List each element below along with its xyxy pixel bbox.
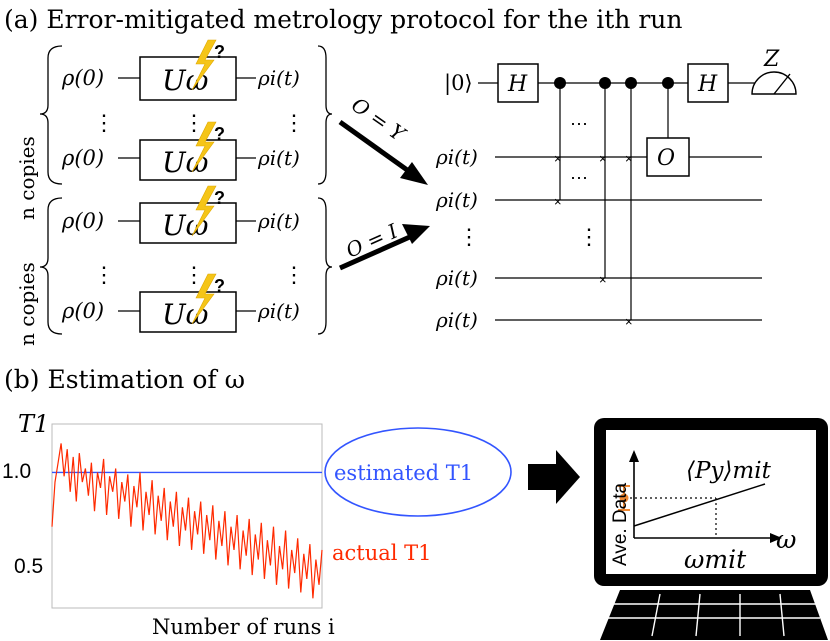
cross-mark: × xyxy=(625,314,633,329)
copy-row-2: ρ(0) Uω ? ρi(t) xyxy=(61,121,300,181)
inset-title: ⟨Py⟩mit xyxy=(686,458,772,484)
actual-series xyxy=(51,443,323,599)
control-dot xyxy=(599,77,611,89)
estimated-label: estimated T1 xyxy=(334,461,473,485)
u-gate xyxy=(139,291,237,333)
inset-xlabel: ω xyxy=(776,525,796,554)
question-mark: ? xyxy=(214,42,225,62)
cross-mark: × xyxy=(554,194,562,209)
copies-label-upper: n copies xyxy=(15,136,39,220)
vdots-right-upper: ⋮ xyxy=(283,111,305,136)
rho-t-wire-1: ρi(t) xyxy=(435,145,478,169)
lightning-icon xyxy=(191,121,217,173)
rho-t-wire-3: ρi(t) xyxy=(435,266,478,290)
cross-mark: × xyxy=(599,151,607,166)
u-gate xyxy=(139,202,237,244)
u-gate-label: Uω xyxy=(162,146,209,179)
o-gate xyxy=(646,137,690,177)
rho-t-label: ρi(t) xyxy=(257,209,300,233)
hdots-1: ⋯ xyxy=(570,114,588,135)
u-gate-label: Uω xyxy=(162,209,209,242)
cross-mark: × xyxy=(554,151,562,166)
y-tick-1: 1.0 xyxy=(2,460,31,483)
vdots-right-lower: ⋮ xyxy=(283,263,305,288)
rho-t-label: ρi(t) xyxy=(257,299,300,323)
vdots-wires: ⋮ xyxy=(458,225,480,250)
copy-row-1: ρ(0) Uω ? ρi(t) xyxy=(61,39,300,101)
panel-a-title: (a) Error-mitigated metrology protocol f… xyxy=(4,5,683,34)
vdots-left-upper: ⋮ xyxy=(93,111,115,136)
y-tick-2: 0.5 xyxy=(14,555,43,578)
actual-label: actual T1 xyxy=(332,541,432,565)
control-dot xyxy=(662,77,674,89)
big-arrow xyxy=(528,450,580,504)
h-gate-right-label: H xyxy=(697,72,718,97)
question-mark: ? xyxy=(214,124,225,144)
panel-b-title: (b) Estimation of ω xyxy=(4,365,245,394)
y-axis-label: T1 xyxy=(18,410,49,438)
vdots-left-lower: ⋮ xyxy=(93,263,115,288)
h-gate-left-label: H xyxy=(507,72,528,97)
rho-t-wire-4: ρi(t) xyxy=(435,308,478,332)
estimated-ellipse: estimated T1 xyxy=(324,427,512,517)
vdots-mid-lower: ⋮ xyxy=(183,263,205,288)
control-dot xyxy=(625,77,637,89)
copy-row-3: ρ(0) Uω ? ρi(t) xyxy=(61,185,300,244)
u-gate xyxy=(139,139,237,181)
ket0-label: |0⟩ xyxy=(444,71,473,96)
arrow-upper: O = Y xyxy=(338,92,428,185)
bracket-lower xyxy=(39,197,333,335)
control-dot xyxy=(554,77,566,89)
rho-t-wire-2: ρi(t) xyxy=(435,188,478,212)
measure-basis-label: Z xyxy=(763,47,780,72)
meter-icon xyxy=(751,71,797,95)
cross-mark: × xyxy=(625,151,633,166)
question-mark: ? xyxy=(214,188,225,208)
inset-ylabel: Ave. Data xyxy=(610,482,631,566)
rho0-label: ρ(0) xyxy=(61,209,104,233)
cross-mark: × xyxy=(599,272,607,287)
rho-t-label: ρi(t) xyxy=(257,66,300,90)
copies-label-lower: n copies xyxy=(15,262,39,346)
h-gate-left xyxy=(497,63,539,103)
inset-chart: Ave. Data ⟨Py⟩mit ω ωmit xyxy=(610,450,796,574)
rho0-label: ρ(0) xyxy=(61,299,104,323)
lightning-icon xyxy=(191,39,217,91)
vdots-mid-upper: ⋮ xyxy=(183,111,205,136)
lightning-icon xyxy=(191,273,217,325)
u-gate-label: Uω xyxy=(162,298,209,331)
o-gate-label: O xyxy=(657,146,675,171)
h-gate-right xyxy=(687,63,729,103)
copy-rows: ρ(0) Uω ? ρi(t) ⋮ ⋮ ⋮ ρ(0) Uω ? ρi(t) ρ(… xyxy=(61,39,305,333)
copy-row-4: ρ(0) Uω ? ρi(t) xyxy=(61,273,300,333)
rho-t-label: ρi(t) xyxy=(257,146,300,170)
rho0-label: ρ(0) xyxy=(61,66,104,90)
question-mark: ? xyxy=(214,276,225,296)
bracket-upper xyxy=(39,45,333,185)
inset-result: ωmit xyxy=(684,545,747,574)
x-axis-label: Number of runs i xyxy=(152,615,335,639)
arrow-upper-label: O = Y xyxy=(347,92,411,147)
quantum-circuit: |0⟩ ρi(t) ρi(t) ⋮ ρi(t) ρi(t) H × × ⋯ ⋯ … xyxy=(435,47,797,332)
t1-chart: T1 1.0 0.5 Number of runs i actual T1 xyxy=(2,410,432,639)
arrow-lower: O = I xyxy=(338,218,430,271)
hdots-2: ⋯ xyxy=(570,168,588,189)
rho0-label: ρ(0) xyxy=(61,146,104,170)
u-gate-label: Uω xyxy=(162,64,209,97)
lightning-icon xyxy=(191,185,217,237)
inset-line xyxy=(633,483,766,527)
inset-point xyxy=(619,493,629,503)
vdots-gates: ⋮ xyxy=(578,225,600,250)
u-gate xyxy=(139,56,237,101)
actual-t1-line xyxy=(51,443,323,599)
